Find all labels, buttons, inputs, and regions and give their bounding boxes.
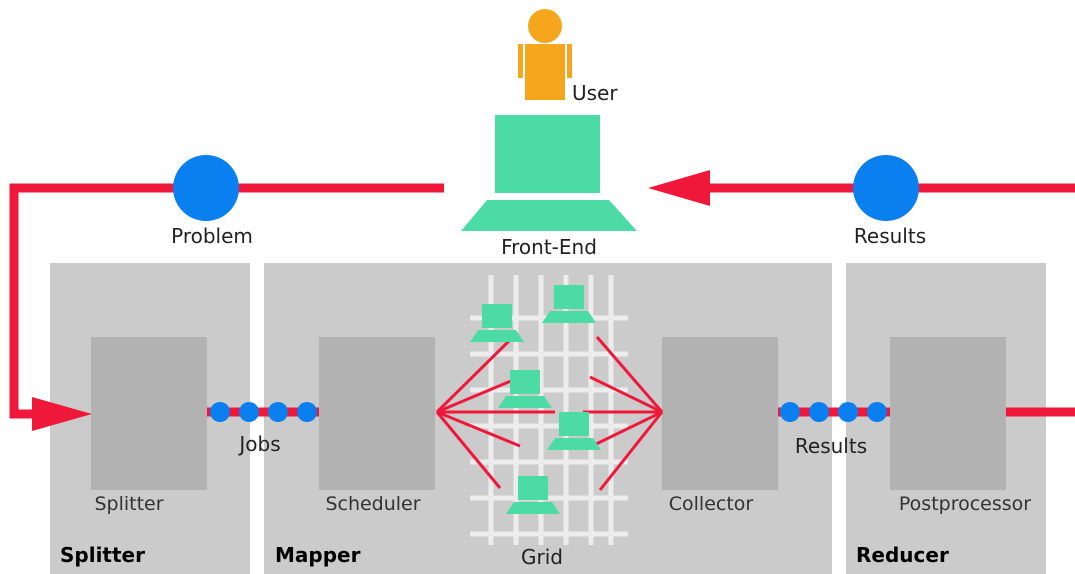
user-label: User bbox=[572, 81, 618, 105]
front-end-label: Front-End bbox=[501, 235, 597, 259]
problem-label: Problem bbox=[171, 224, 253, 248]
grid-label: Grid bbox=[521, 545, 563, 569]
scheduler-box bbox=[319, 337, 435, 490]
front-end-computer-icon bbox=[461, 115, 637, 231]
grid-computer-icon bbox=[506, 476, 560, 514]
result-tokens bbox=[780, 402, 887, 422]
distribution-lines bbox=[435, 338, 555, 489]
results-bottom-label: Results bbox=[795, 434, 867, 458]
grid-computer-icon bbox=[498, 370, 552, 408]
grid-computer-icon bbox=[547, 412, 601, 450]
collector-box bbox=[662, 337, 778, 490]
mapper-stage-title: Mapper bbox=[275, 543, 361, 567]
grid-computer-icon bbox=[470, 304, 524, 342]
arrow-into-front-end bbox=[648, 170, 710, 206]
collector-label: Collector bbox=[669, 493, 754, 515]
problem-token bbox=[173, 155, 239, 221]
reducer-stage-title: Reducer bbox=[856, 543, 949, 567]
grid-computer-icon bbox=[542, 285, 596, 323]
splitter-box bbox=[91, 337, 207, 490]
splitter-component-label: Splitter bbox=[94, 493, 163, 515]
splitter-stage-title: Splitter bbox=[60, 543, 145, 567]
user-icon bbox=[518, 9, 572, 100]
jobs-label: Jobs bbox=[237, 432, 280, 456]
postprocessor-label: Postprocessor bbox=[899, 493, 1031, 515]
results-token bbox=[853, 155, 919, 221]
results-top-label: Results bbox=[854, 224, 926, 248]
collection-lines bbox=[583, 336, 664, 491]
postprocessor-box bbox=[890, 337, 1006, 490]
job-tokens bbox=[210, 402, 317, 422]
scheduler-label: Scheduler bbox=[325, 493, 420, 515]
arrow-into-splitter bbox=[32, 397, 92, 431]
